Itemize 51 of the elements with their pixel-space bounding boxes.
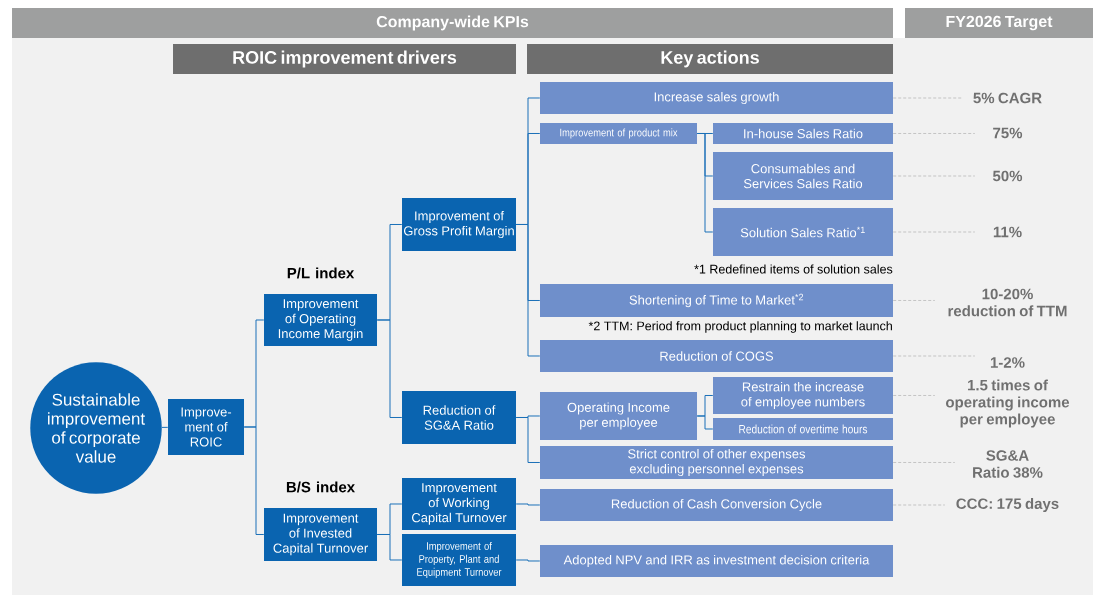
target-value: 75% <box>993 127 1023 139</box>
connector-line <box>243 426 265 535</box>
action-box: Reduction of overtime hours <box>713 418 893 440</box>
dashed-connector <box>893 133 975 134</box>
target-value: 10-20% reduction of TTM <box>948 288 1067 317</box>
section-heading: P/L index <box>287 267 355 279</box>
action-box: Improvement of product mix <box>540 123 697 144</box>
dashed-connector <box>893 300 935 301</box>
target-value: 5% CAGR <box>973 92 1042 104</box>
action-box: Reduction of Cash Conversion Cycle <box>540 489 893 521</box>
connector-line <box>696 133 714 233</box>
action-box: In-house Sales Ratio <box>713 123 893 144</box>
action-box: Restrain the increase of employee numbers <box>713 377 893 414</box>
connector-line <box>515 559 541 562</box>
target-value: 1-2% <box>990 357 1025 368</box>
connector-line <box>161 426 169 428</box>
target-value: SG&A Ratio 38% <box>973 450 1043 478</box>
footnote: *2 TTM: Period from product planning to market launch <box>588 321 892 333</box>
action-box: Consumables and Services Sales Ratio <box>713 152 893 200</box>
section-heading: B/S index <box>286 481 355 493</box>
action-box: Solution Sales Ratio$^{*1}$ <box>713 208 893 256</box>
connector-line <box>696 415 714 430</box>
target-value: 50% <box>992 170 1023 182</box>
driver-box: Improve- ment of ROIC <box>168 399 244 455</box>
dashed-connector <box>893 462 955 463</box>
dashed-connector <box>893 395 935 396</box>
footnote: *1 Redefined items of solution sales <box>694 264 893 274</box>
header-band: Company-wide KPIs <box>12 8 893 38</box>
column-header: Key actions <box>527 44 893 74</box>
connector-line <box>376 319 403 418</box>
driver-box: Reduction of SG&A Ratio <box>402 391 516 444</box>
driver-box: Improvement of Operating Income Margin <box>264 294 377 346</box>
column-header: ROIC improvement drivers <box>173 44 516 74</box>
target-value: 1.5 times of operating income per employee <box>946 379 1070 428</box>
driver-box: Improvement of Invested Capital Turnover <box>264 508 377 561</box>
connector-line <box>515 503 541 506</box>
action-box: Shortening of Time to Market$^{*2}$ <box>540 284 893 317</box>
header-band: FY2026 Target <box>905 8 1093 38</box>
action-box: Adopted NPV and IRR as investment decision criteria <box>540 545 893 577</box>
action-box: Strict control of other expenses excluding personnel expenses <box>540 446 893 479</box>
connector-line <box>515 224 541 357</box>
driver-box: Improvement of Gross Profit Margin <box>402 198 516 251</box>
driver-box: Improvement of Property, Plant and Equipment Turnover <box>402 534 516 586</box>
target-value: 11% <box>993 226 1022 238</box>
driver-box: Improvement of Working Capital Turnover <box>402 478 516 530</box>
connector-line <box>515 417 541 463</box>
target-value: CCC: 175 days <box>956 498 1059 512</box>
action-box: Increase sales growth <box>540 82 893 114</box>
connector-line <box>376 534 403 561</box>
action-box: Reduction of COGS <box>540 340 893 372</box>
action-box: Operating Income per employee <box>540 392 697 440</box>
